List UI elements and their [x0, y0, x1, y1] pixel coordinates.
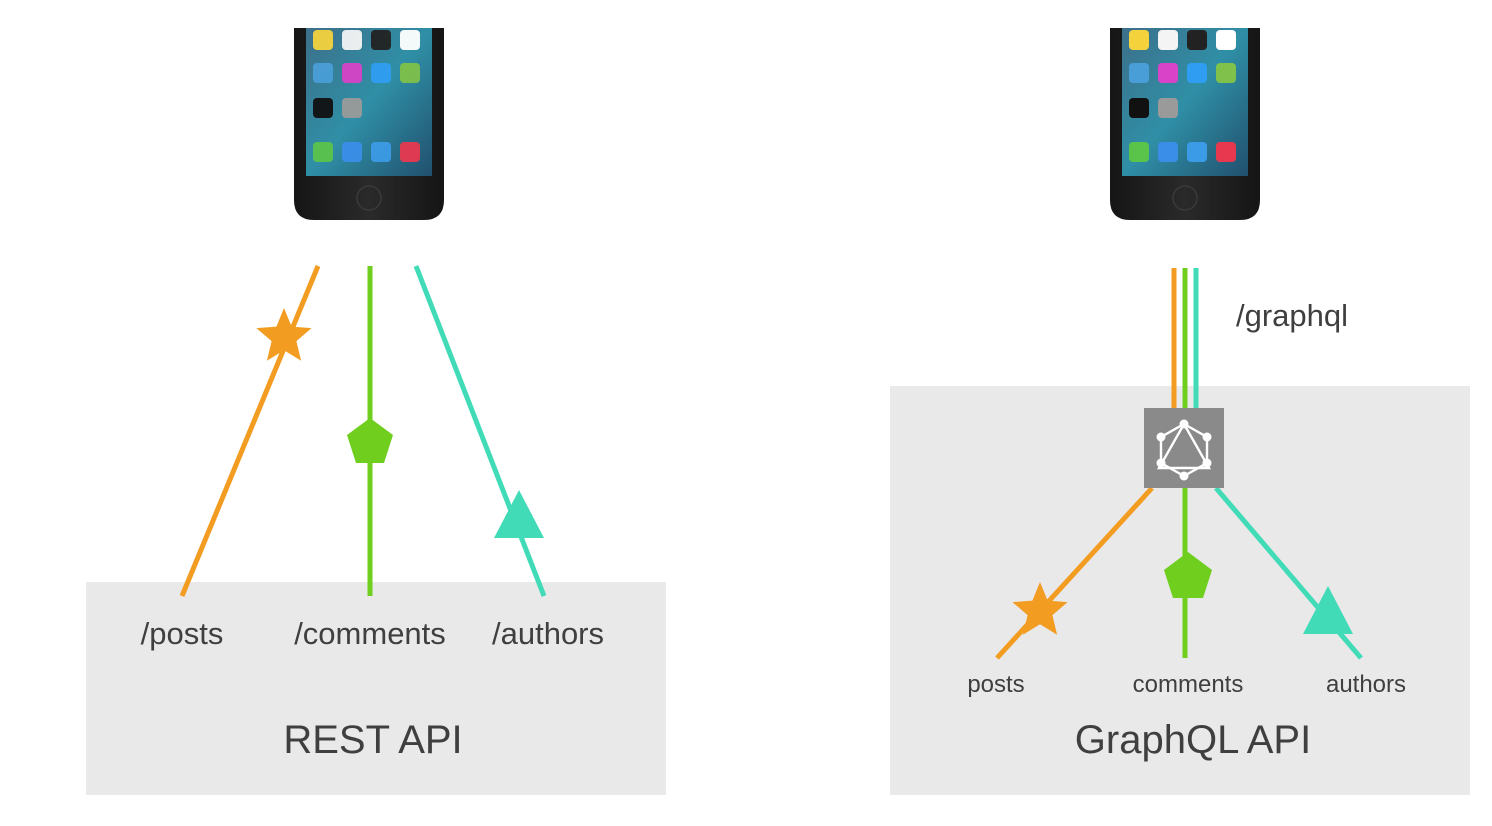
- star-icon: [1012, 582, 1068, 635]
- rest-endpoint-posts-label: /posts: [140, 616, 224, 651]
- triangle-icon: [1303, 586, 1353, 634]
- rest-authors-line: [413, 265, 547, 597]
- graphql-api-title: GraphQL API: [1074, 718, 1312, 762]
- rest-endpoint-authors-label: /authors: [491, 616, 605, 651]
- pentagon-icon: [1164, 552, 1212, 598]
- rest-endpoint-comments-label: /comments: [294, 616, 446, 651]
- rest-posts-line: [179, 265, 321, 597]
- graphql-resource-authors-label: authors: [1325, 671, 1407, 698]
- smartphone-icon: [1110, 28, 1260, 220]
- smartphone-icon: [294, 28, 444, 220]
- rest-api-panel: [86, 582, 666, 795]
- graphql-resource-posts-label: posts: [967, 671, 1025, 698]
- graphql-posts-line: [995, 486, 1154, 660]
- graphql-endpoint-label: /graphql: [1236, 298, 1349, 333]
- star-icon: [256, 308, 312, 361]
- graphql-resource-comments-label: comments: [1132, 671, 1244, 698]
- pentagon-icon: [347, 418, 393, 463]
- rest-api-title: REST API: [283, 718, 463, 762]
- triangle-icon: [494, 490, 544, 538]
- graphql-logo-icon: [1144, 408, 1224, 488]
